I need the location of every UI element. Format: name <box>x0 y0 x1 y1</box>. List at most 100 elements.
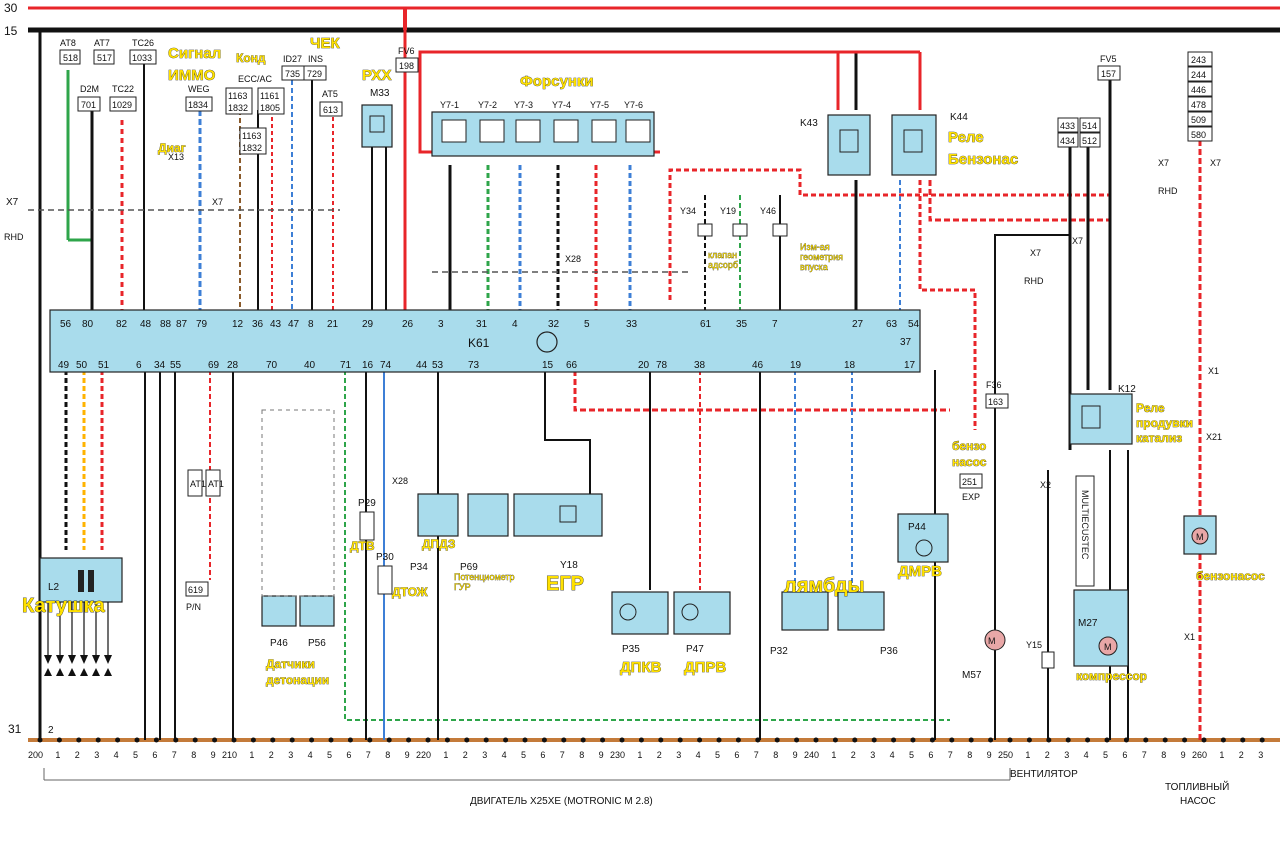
ground-dot <box>561 737 567 743</box>
x7-fan-label: X7 <box>1030 248 1041 258</box>
anno-rxx: РХХ <box>362 67 391 84</box>
conn-ac-n1: 1163 <box>228 91 247 101</box>
ground-num: 3 <box>1064 750 1069 760</box>
conn-d2m-num: 701 <box>81 100 96 110</box>
ground-num: 7 <box>754 750 759 760</box>
m57-label: M57 <box>962 670 982 681</box>
y18-box <box>513 493 603 537</box>
right-stack-fuse <box>1187 126 1213 142</box>
ground-dot <box>464 737 470 743</box>
conn-weg-code: WEG <box>188 84 210 94</box>
x2-label: X2 <box>1040 480 1051 490</box>
wire-fv6-top <box>418 50 840 110</box>
pn-fuse <box>185 581 209 597</box>
coil-core-2 <box>88 570 94 592</box>
right-stack-fuse <box>1187 81 1213 97</box>
ground-num: 3 <box>676 750 681 760</box>
ground-dot <box>192 737 198 743</box>
ecu-bottom-pin: 6 <box>136 360 142 371</box>
ground-dot <box>444 737 450 743</box>
m33-symbol <box>369 115 385 133</box>
footer-fuel-2: НАСОС <box>1180 796 1216 807</box>
ground-num: 3 <box>94 750 99 760</box>
anno-check: ЧЕК <box>310 35 341 52</box>
anno-coil: Катушка <box>22 595 106 617</box>
ground-dot <box>619 737 625 743</box>
conn-fv6-box <box>395 57 419 73</box>
ground-num: 5 <box>133 750 138 760</box>
ground-dot <box>289 737 295 743</box>
anno-k12-2: продувки <box>1136 416 1193 430</box>
p29-label: P29 <box>358 498 376 509</box>
x7-right-label: X7 <box>1158 158 1169 168</box>
ground-dot <box>871 737 877 743</box>
pn-label: P/N <box>186 602 201 612</box>
ground-num: 4 <box>696 750 701 760</box>
m33-box <box>361 104 393 148</box>
ground-num: 1 <box>1025 750 1030 760</box>
ground-dot <box>891 737 897 743</box>
ground-dot <box>988 737 994 743</box>
coil-arrow-head-2 <box>56 668 64 676</box>
anno-geom-2: геометрия <box>800 252 843 262</box>
ground-dot <box>735 737 741 743</box>
ground-num: 8 <box>579 750 584 760</box>
crank-cam-sensors: P35 P47 <box>611 591 731 655</box>
ground-num: 6 <box>734 750 739 760</box>
right-stack-fuse <box>1187 96 1213 112</box>
ground-num: 3 <box>870 750 875 760</box>
k12-box <box>1069 393 1133 445</box>
anno-k12-3: катализ <box>1136 431 1182 445</box>
y18-label: Y18 <box>560 560 578 571</box>
ground-31-label: 31 <box>8 722 22 736</box>
ground-dot <box>929 737 935 743</box>
mult-label: MULTIECUSTEC <box>1080 490 1090 560</box>
ecu-box <box>49 309 921 373</box>
k44-label: K44 <box>950 112 968 123</box>
p34-box <box>417 493 459 537</box>
anno-dpdz: ДПДЗ <box>422 537 455 551</box>
ecu-bottom-pin: 51 <box>98 360 110 371</box>
exp-num: 251 <box>962 477 977 487</box>
ground-num: 6 <box>152 750 157 760</box>
ecu-top-pin: 29 <box>362 319 374 330</box>
wire-15 <box>544 370 591 500</box>
conn-at8-box <box>59 49 81 65</box>
x7-right-label2: X7 <box>1210 158 1221 168</box>
ground-dot <box>832 737 838 743</box>
ecu-top-pin: 33 <box>626 319 638 330</box>
coil-arrow-head-2 <box>44 668 52 676</box>
k12-coil <box>1081 405 1101 429</box>
ground-num: 2 <box>657 750 662 760</box>
wire-fan <box>994 234 1070 740</box>
ground-num: 9 <box>1181 750 1186 760</box>
anno-dtv: ДТВ <box>350 539 375 553</box>
anno-knock-1: Датчики <box>266 657 315 671</box>
relay-k44: K44 <box>891 112 968 176</box>
right-stack-fuse <box>1187 111 1213 127</box>
m33-label: M33 <box>370 88 390 99</box>
valves: Y34 Y19 Y46 <box>680 206 788 237</box>
conn-tc22-code: TC22 <box>112 84 134 94</box>
conn-ins-code: INS <box>308 54 323 64</box>
m33-idle-valve: M33 <box>361 88 393 310</box>
anno-dmrv: ДМРВ <box>898 563 942 580</box>
conn-ins-box <box>303 65 327 81</box>
ground-dot <box>813 737 819 743</box>
injector-symbol <box>479 119 505 143</box>
ecu-symbol-icon <box>536 331 558 353</box>
ground-dot <box>794 737 800 743</box>
k12-fuse <box>1057 132 1079 148</box>
anno-fuel-small-1: бензо <box>952 439 986 453</box>
injector-label: Y7-1 <box>440 100 459 110</box>
wire-valves <box>668 168 1110 300</box>
p69-label: P69 <box>460 562 478 573</box>
ground-dot <box>658 737 664 743</box>
ground-num: 7 <box>948 750 953 760</box>
ecu-bottom-pin: 16 <box>362 360 374 371</box>
ground-num: 9 <box>211 750 216 760</box>
